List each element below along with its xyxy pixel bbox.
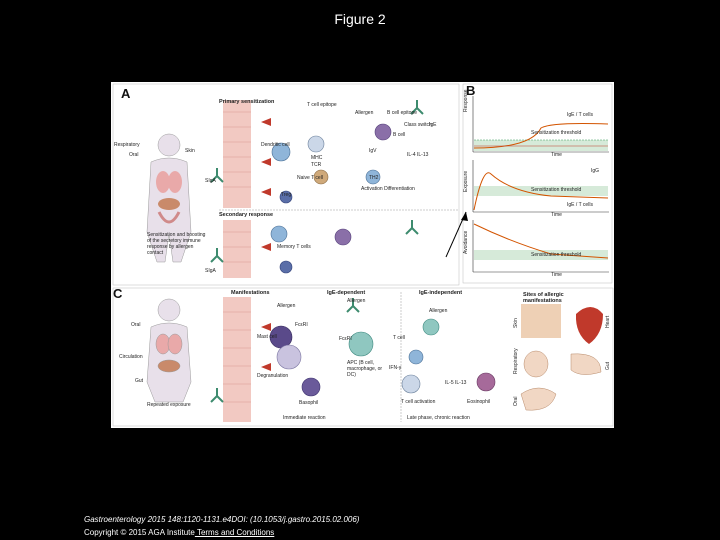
apc-label: APC (B cell, macrophage, or DC) bbox=[347, 360, 383, 378]
epithelium-strips bbox=[223, 100, 251, 422]
il-label: IL-4 IL-13 bbox=[407, 152, 429, 158]
primary-sensitization-label: Primary sensitization bbox=[219, 99, 275, 105]
il5-label: IL-5 IL-13 bbox=[445, 380, 467, 386]
ige-tcells-label-1: IgE / T cells bbox=[567, 112, 593, 118]
time-label-2: Time bbox=[551, 212, 562, 218]
allergen-label-c1: Allergen bbox=[277, 303, 296, 309]
sites-label: Sites of allergic manifestations bbox=[523, 292, 564, 304]
secondary-response-label: Secondary response bbox=[219, 212, 274, 218]
skin-label-a: Skin bbox=[185, 148, 195, 154]
manifestations-label: Manifestations bbox=[231, 290, 270, 296]
ige-tcells-label-2: IgE / T cells bbox=[567, 202, 593, 208]
citation-text: Gastroenterology 2015 148:1120-1131.e4DO… bbox=[84, 515, 360, 524]
panel-b-letter: B bbox=[466, 83, 476, 98]
basophil-label: Basophil bbox=[299, 400, 319, 406]
sens-threshold-1: Sensitization threshold bbox=[531, 130, 582, 136]
terms-link[interactable]: Terms and Conditions bbox=[194, 528, 275, 537]
cells-a bbox=[270, 123, 392, 274]
degranulation-label: Degranulation bbox=[257, 373, 289, 379]
siga-label-a2: SIgA bbox=[205, 268, 216, 274]
time-label-1: Time bbox=[551, 152, 562, 158]
oral-label-a: Oral bbox=[129, 152, 139, 158]
th2-label: TH2 bbox=[369, 175, 379, 181]
exposure-axis-label: Exposure bbox=[463, 170, 469, 192]
ifn-label: IFN-γ bbox=[389, 365, 402, 371]
class-switch-label: Class switch bbox=[404, 122, 432, 128]
bcell-epitope-label: B cell epitope bbox=[387, 110, 418, 116]
time-label-3: Time bbox=[551, 272, 562, 278]
sens-threshold-2: Sensitization threshold bbox=[531, 187, 582, 193]
activation-label: Activation Differentiation bbox=[361, 186, 415, 192]
allergen-label-a: Allergen bbox=[355, 110, 374, 116]
panel-c-letter: C bbox=[113, 286, 123, 301]
ige-independent-label: IgE-independent bbox=[419, 290, 463, 296]
entry-arrows bbox=[261, 118, 271, 371]
cells-c bbox=[269, 318, 496, 397]
tcr-label: TCR bbox=[311, 162, 322, 168]
site-oral-label: Oral bbox=[513, 396, 519, 406]
figure-artwork bbox=[112, 83, 614, 427]
sites-art bbox=[520, 304, 603, 411]
bcell-label-a: B cell bbox=[393, 132, 406, 138]
body-silhouette-c bbox=[146, 298, 192, 403]
tcell-label-c: T cell bbox=[393, 335, 405, 341]
sens-threshold-3: Sensitization threshold bbox=[531, 252, 582, 258]
copyright-text: Copyright © 2015 AGA Institute bbox=[84, 528, 195, 537]
site-gut-label: Gut bbox=[605, 361, 611, 370]
respiratory-label-a: Respiratory bbox=[114, 142, 140, 148]
ige-dependent-label: IgE-dependent bbox=[327, 290, 366, 296]
organs-a bbox=[156, 171, 182, 224]
oral-label-c: Oral bbox=[131, 322, 141, 328]
fceri-label-2: FcεRI bbox=[339, 336, 352, 342]
late-reaction-label: Late phase, chronic reaction bbox=[407, 415, 470, 421]
gut-label-c: Gut bbox=[135, 378, 144, 384]
dendritic-label: Dendritic cell bbox=[261, 142, 290, 148]
mhc-label: MHC bbox=[311, 155, 323, 161]
igv-label: IgV bbox=[369, 148, 377, 154]
panel-b-plot-3 bbox=[472, 220, 609, 273]
panel-a-letter: A bbox=[121, 86, 131, 101]
eosinophil-label: Eosinophil bbox=[467, 399, 491, 405]
allergen-label-c3: Allergen bbox=[429, 308, 448, 314]
memory-tcells-label: Memory T cells bbox=[277, 244, 311, 250]
figure-title: Figure 2 bbox=[334, 11, 386, 27]
igg-label: IgG bbox=[591, 168, 600, 174]
site-skin-label: Skin bbox=[513, 318, 519, 328]
antibodies bbox=[210, 100, 424, 403]
allergen-label-c2: Allergen bbox=[347, 298, 366, 304]
copyright-line: Copyright © 2015 AGA Institute Terms and… bbox=[84, 528, 274, 537]
mast-cell-label: Mast cell bbox=[257, 334, 277, 340]
panel-b-plot-1 bbox=[472, 96, 609, 153]
circulation-label: Circulation bbox=[119, 354, 143, 360]
siga-label-a1: SIgA bbox=[205, 178, 216, 184]
repeated-exposure-label: Repeated exposure bbox=[147, 402, 191, 408]
sensitization-text: Sensitization and boosting of the secret… bbox=[147, 232, 206, 256]
site-respiratory-label: Respiratory bbox=[513, 348, 519, 374]
naive-tcell-label: Naive T cell bbox=[297, 175, 323, 181]
figure-image: A B C Primary sensitization Secondary re… bbox=[111, 82, 614, 428]
response-axis-label: Response bbox=[463, 89, 469, 112]
fceri-label-1: FcεRI bbox=[295, 322, 308, 328]
immediate-reaction-label: Immediate reaction bbox=[283, 415, 326, 421]
tcell-activation-label: T cell activation bbox=[401, 399, 436, 405]
panel-b-plot-2 bbox=[472, 160, 609, 213]
avoidance-axis-label: Avoidance bbox=[463, 230, 469, 254]
treg-label: Treg bbox=[281, 192, 292, 198]
tcell-epitope-label: T cell epitope bbox=[307, 102, 337, 108]
ige-label-a: IgE bbox=[429, 122, 437, 128]
site-heart-label: Heart bbox=[605, 315, 611, 328]
